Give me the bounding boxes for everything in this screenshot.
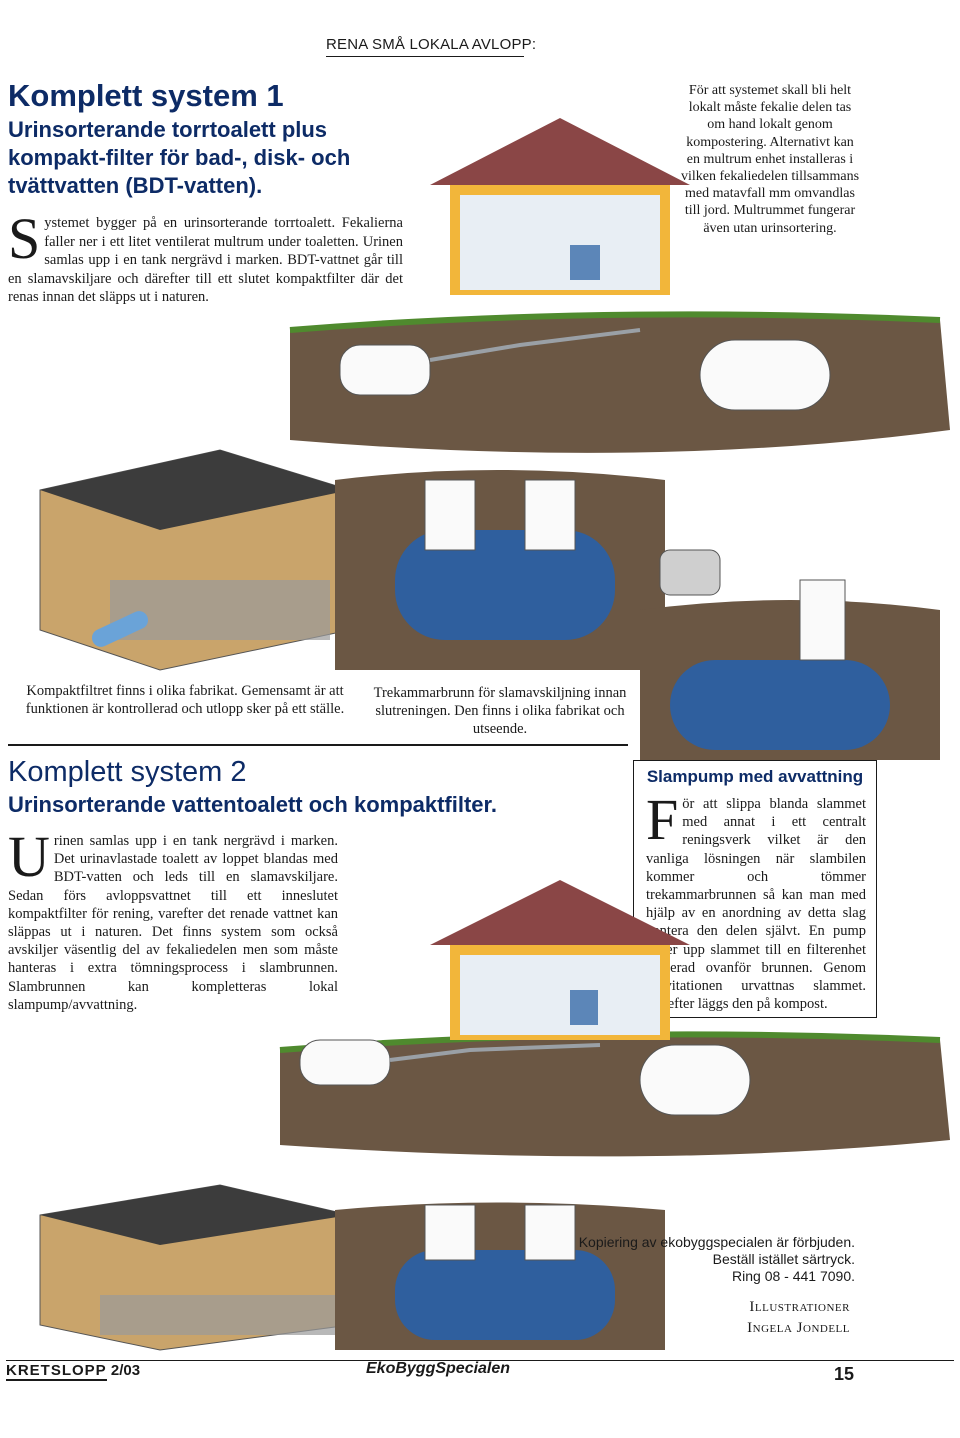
compact-filter-illustration-2 <box>39 1184 351 1351</box>
pipe-1 <box>429 328 641 362</box>
urine-tank-1 <box>699 339 831 411</box>
section-divider <box>8 744 628 746</box>
compact-filter-illustration-1 <box>39 449 351 671</box>
footer-rule <box>6 1360 954 1361</box>
page-number: 15 <box>834 1364 855 1384</box>
three-chamber-tank-1 <box>335 470 665 670</box>
system2-title: Komplett system 2 <box>8 756 247 788</box>
header-rule <box>326 56 524 57</box>
system2-subtitle: Urinsorterande vattentoalett och kompakt… <box>8 792 497 817</box>
three-chamber-tank-2 <box>335 1202 665 1350</box>
house-interior-1 <box>460 195 660 290</box>
footer-issue: 2/03 <box>110 1362 141 1379</box>
sludge-tank-1 <box>339 344 431 396</box>
footer-magazine: EkoByggSpecialen <box>366 1360 511 1377</box>
system1-subtitle: Urinsorterande torrtoalett plus kompakt-… <box>8 117 351 198</box>
caption-compact-filter: Kompaktfiltret finns i olika fabrikat. G… <box>25 683 345 717</box>
roof-1 <box>430 118 690 185</box>
dropcap-f: F <box>646 787 679 852</box>
footer-brand-name: KRETSLOPP <box>6 1362 107 1381</box>
system1-note: För att systemet skall bli helt lokalt m… <box>680 83 860 236</box>
sidebox-title: Slampump med avvattning <box>646 767 864 786</box>
illustration-credit: Illustrationer Ingela Jondell <box>747 1299 850 1336</box>
system1-title: Komplett system 1 <box>8 78 284 113</box>
copyright-notice: Kopiering av ekobyggspecialen är förbjud… <box>578 1234 855 1284</box>
dropcap-s: S <box>8 206 41 271</box>
sludge-pump-illustration <box>640 549 940 760</box>
house-diagram-1 <box>289 118 950 453</box>
dropcap-u: U <box>8 824 50 889</box>
section-header: RENA SMÅ LOKALA AVLOPP: <box>326 36 537 53</box>
footer-brand: KRETSLOPP 2/03 <box>6 1362 141 1381</box>
washer-1 <box>570 245 600 280</box>
caption-three-chamber-tank: Trekammarbrunn för slamavskiljning innan… <box>373 685 627 737</box>
grass-strip-1 <box>289 311 941 333</box>
